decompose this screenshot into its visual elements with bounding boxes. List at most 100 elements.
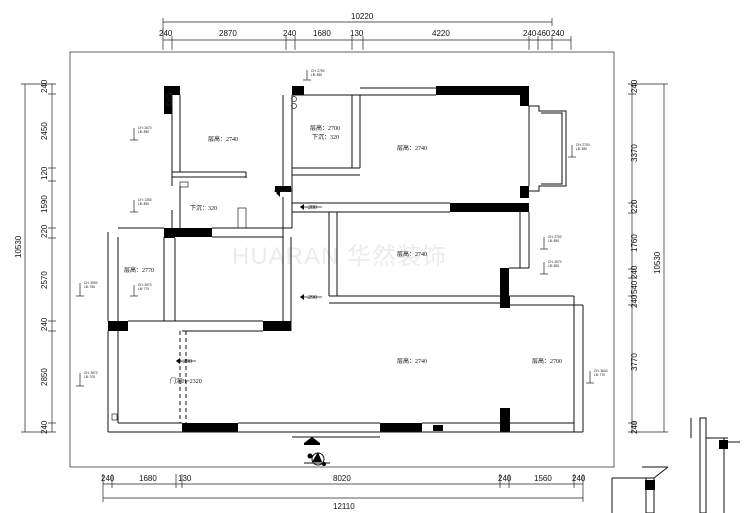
room-small: 层高：2770 bbox=[124, 266, 154, 274]
svg-text:LB: 770: LB: 770 bbox=[138, 287, 149, 291]
dim-left-1: 2450 bbox=[40, 122, 49, 140]
dim-bottom-3: 8020 bbox=[333, 474, 351, 483]
dim-top-5: 4220 bbox=[432, 29, 450, 38]
wall-outlines bbox=[107, 87, 584, 438]
svg-text:CH: 2670: CH: 2670 bbox=[84, 371, 98, 375]
right-dimension-chain: 240 3370 220 1760 240 540 240 3770 240 1… bbox=[628, 79, 668, 434]
room-labels: 层高：2740 层高：2700 下沉：320 层高：2740 下沉：320 层高… bbox=[124, 124, 562, 385]
svg-text:-290: -290 bbox=[306, 295, 317, 301]
level-marks: -280 -280 -290 -290 bbox=[176, 188, 322, 365]
dim-left-0: 240 bbox=[40, 79, 49, 93]
dim-top-0: 240 bbox=[159, 29, 173, 38]
dim-right-7: 3770 bbox=[630, 353, 639, 371]
svg-text:LB: 770: LB: 770 bbox=[594, 373, 605, 377]
dim-right-2: 220 bbox=[630, 199, 639, 213]
level-mark-1: -280 bbox=[274, 188, 292, 197]
svg-text:CH: 2750: CH: 2750 bbox=[311, 69, 325, 73]
dim-left-6: 240 bbox=[40, 317, 49, 331]
section-hatch bbox=[645, 440, 728, 490]
dim-top-1: 2870 bbox=[219, 29, 237, 38]
svg-text:CH: 3640: CH: 3640 bbox=[594, 369, 608, 373]
dim-right-0: 240 bbox=[630, 79, 639, 93]
room-living: 层高：2740 bbox=[397, 357, 427, 365]
svg-text:-290: -290 bbox=[181, 359, 192, 365]
svg-text:CH: 2670: CH: 2670 bbox=[138, 126, 152, 130]
svg-text:LB: 850: LB: 850 bbox=[576, 147, 587, 151]
dim-right-4: 240 bbox=[630, 265, 639, 279]
svg-text:LB: 850: LB: 850 bbox=[138, 202, 149, 206]
dim-right-8: 240 bbox=[630, 420, 639, 434]
dim-left-total: 10530 bbox=[14, 235, 23, 258]
level-mark-3: -290 bbox=[300, 294, 322, 301]
svg-text:CH: 1350: CH: 1350 bbox=[138, 198, 152, 202]
compass-icon bbox=[304, 452, 330, 466]
svg-text:CH: 2670: CH: 2670 bbox=[548, 260, 562, 264]
watermark: HUARAN 华然装饰 bbox=[232, 243, 447, 270]
dim-bottom-2: 130 bbox=[178, 474, 192, 483]
svg-text:LB: 850: LB: 850 bbox=[311, 73, 322, 77]
svg-text:-280: -280 bbox=[306, 205, 317, 211]
level-mark-4: -290 bbox=[176, 358, 196, 365]
dim-right-1: 3370 bbox=[630, 144, 639, 162]
dim-left-5: 2570 bbox=[40, 271, 49, 289]
room-bath-drop: 下沉：320 bbox=[312, 133, 339, 141]
room-mid-bedroom: 层高：2740 bbox=[397, 250, 427, 258]
dim-right-5: 540 bbox=[630, 280, 639, 294]
fixtures bbox=[111, 93, 297, 421]
svg-text:LB: 700: LB: 700 bbox=[84, 375, 95, 379]
dim-left-8: 240 bbox=[40, 420, 49, 434]
structural-walls bbox=[108, 86, 529, 432]
sheet-frame bbox=[69, 51, 615, 468]
dim-top-8: 240 bbox=[551, 29, 565, 38]
svg-text:CH: 2700: CH: 2700 bbox=[576, 143, 590, 147]
dim-left-3: 1590 bbox=[40, 195, 49, 213]
dim-right-6: 240 bbox=[630, 294, 639, 308]
dim-bottom-0: 240 bbox=[101, 474, 115, 483]
svg-text:LB: 850: LB: 850 bbox=[138, 130, 149, 134]
room-master: 层高：2740 bbox=[397, 144, 427, 152]
dim-bottom-4: 240 bbox=[498, 474, 512, 483]
dim-top-6: 240 bbox=[523, 29, 537, 38]
dim-bottom-1: 1680 bbox=[139, 474, 157, 483]
dim-top-2: 240 bbox=[283, 29, 297, 38]
svg-text:LB: 780: LB: 780 bbox=[84, 285, 95, 289]
room-bath-ceiling: 层高：2700 bbox=[310, 124, 340, 132]
top-dimension-chain: 10220 240 2870 240 1680 130 4220 240 460… bbox=[159, 12, 572, 50]
dim-right-3: 1760 bbox=[630, 234, 639, 252]
svg-text:CH: 2670: CH: 2670 bbox=[138, 283, 152, 287]
svg-text:CH: 2700: CH: 2700 bbox=[548, 235, 562, 239]
dim-left-4: 220 bbox=[40, 224, 49, 238]
room-dining: 层高：2700 bbox=[532, 357, 562, 365]
svg-text:LB: 850: LB: 850 bbox=[548, 239, 559, 243]
dim-top-4: 130 bbox=[350, 29, 364, 38]
bottom-dimension-chain: 240 1680 130 8020 240 1560 240 12110 bbox=[101, 474, 586, 511]
dim-bottom-6: 240 bbox=[572, 474, 586, 483]
dim-bottom-total: 12110 bbox=[333, 502, 355, 511]
svg-text:CH: 3950: CH: 3950 bbox=[84, 281, 98, 285]
section-detail bbox=[611, 417, 740, 513]
dim-top-7: 460 bbox=[537, 29, 551, 38]
left-dimension-chain: 10530 240 2450 120 1590 220 2570 240 285… bbox=[14, 79, 56, 434]
dim-right-total: 10530 bbox=[653, 251, 662, 274]
dim-bottom-5: 1560 bbox=[534, 474, 552, 483]
door-height-note: 门洞H=2320 bbox=[170, 377, 202, 385]
room-bedroom-topleft: 层高：2740 bbox=[208, 135, 238, 143]
room-drop-small: 下沉：320 bbox=[190, 204, 217, 212]
dim-left-2: 120 bbox=[40, 166, 49, 180]
svg-text:-280: -280 bbox=[281, 188, 292, 194]
dim-top-3: 1680 bbox=[313, 29, 331, 38]
level-mark-2: -280 bbox=[300, 204, 322, 211]
entrance-arrow-icon bbox=[304, 437, 320, 445]
